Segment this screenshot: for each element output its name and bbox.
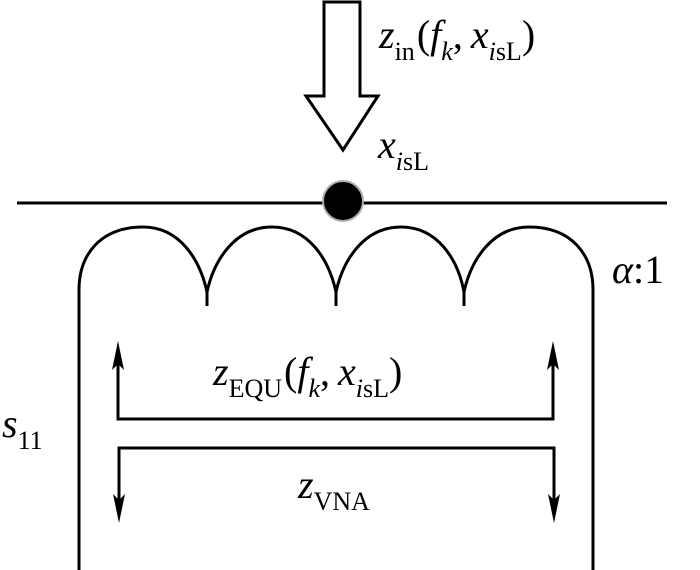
arrow-up-icon	[112, 341, 124, 370]
input-arrow-icon	[303, 0, 381, 153]
position-label: xisL	[377, 122, 429, 176]
arrow-down-icon	[113, 494, 125, 523]
equivalent-impedance-label: zEQU(fk,xisL)	[212, 349, 402, 403]
vna-impedance-label: zVNA	[297, 462, 370, 516]
probe-point	[322, 180, 364, 222]
input-impedance-label: zin(fk,xisL)	[378, 12, 535, 66]
s11-label: s11	[2, 401, 43, 455]
lower-impedance-bracket	[117, 446, 556, 508]
arrow-down-icon	[548, 494, 560, 523]
arrow-up-icon	[547, 341, 559, 370]
upper-impedance-bracket	[116, 356, 555, 421]
turns-ratio-label: α:1	[612, 247, 664, 292]
transformer-winding	[77, 225, 595, 570]
